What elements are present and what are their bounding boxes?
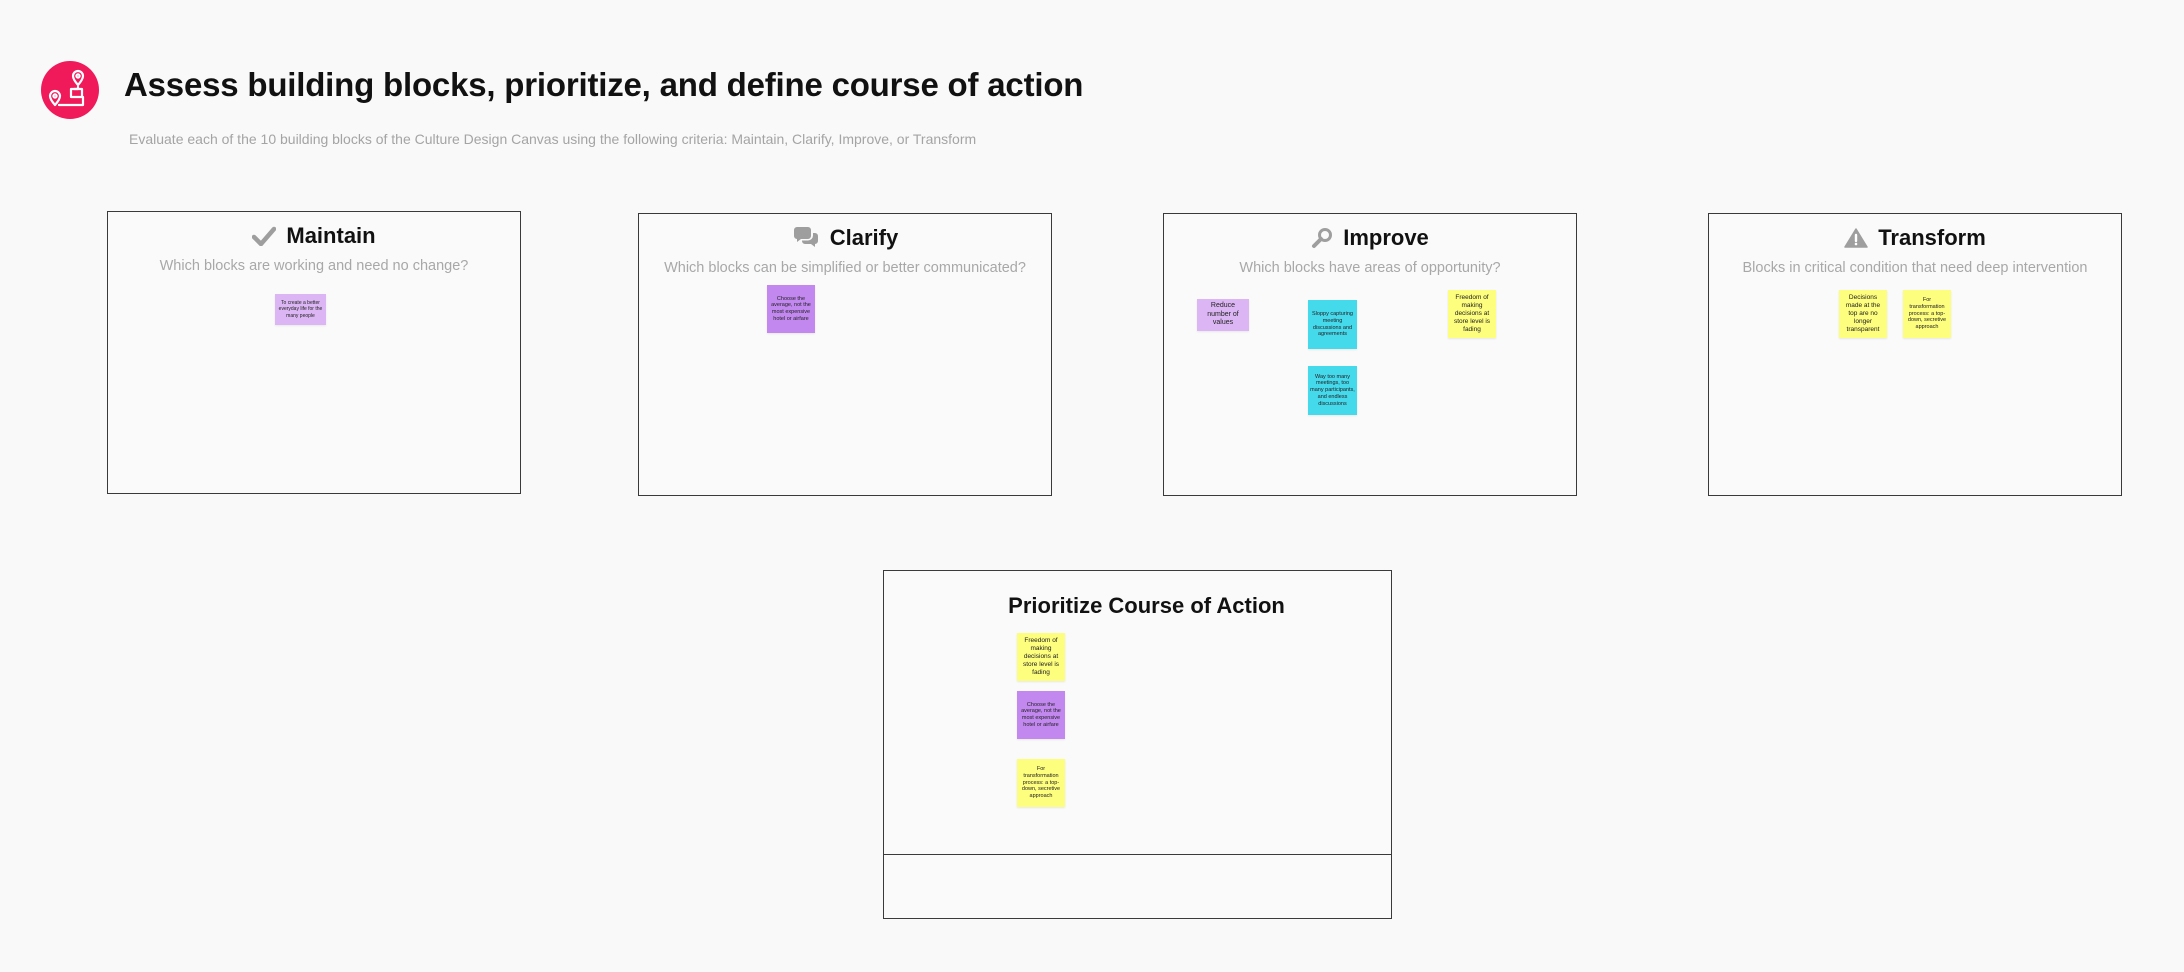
sticky-note[interactable]: Freedom of making decisions at store lev… xyxy=(1017,633,1065,681)
sticky-note[interactable]: Choose the average, not the most expensi… xyxy=(767,285,815,333)
frame-divider xyxy=(884,854,1391,855)
frame-clarify[interactable]: Clarify Which blocks can be simplified o… xyxy=(638,213,1052,496)
map-route-icon xyxy=(41,61,99,119)
frame-title: Improve xyxy=(1343,225,1429,250)
frame-question: Blocks in critical condition that need d… xyxy=(1742,260,2088,276)
sticky-note[interactable]: Choose the average, not the most expensi… xyxy=(1017,691,1065,739)
frame-title: Maintain xyxy=(286,223,376,248)
sticky-note[interactable]: For transformation process: a top-down, … xyxy=(1017,759,1065,807)
sticky-note[interactable]: Freedom of making decisions at store lev… xyxy=(1448,290,1496,338)
frame-title: Transform xyxy=(1878,225,1986,250)
checkmark-icon xyxy=(252,226,277,246)
warning-icon xyxy=(1844,228,1868,248)
sticky-note[interactable]: To create a better everyday life for the… xyxy=(275,294,326,325)
page-title: Assess building blocks, prioritize, and … xyxy=(124,66,1084,103)
chat-bubbles-icon xyxy=(792,227,820,249)
frame-improve[interactable]: Improve Which blocks have areas of oppor… xyxy=(1163,213,1577,496)
frame-transform[interactable]: Transform Blocks in critical condition t… xyxy=(1708,213,2122,496)
page-subtitle: Evaluate each of the 10 building blocks … xyxy=(129,131,977,147)
frame-question: Which blocks can be simplified or better… xyxy=(664,260,1026,276)
sticky-note[interactable]: Sloppy capturing meeting discussions and… xyxy=(1308,300,1357,349)
frame-question: Which blocks have areas of opportunity? xyxy=(1239,260,1501,276)
frame-question: Which blocks are working and need no cha… xyxy=(159,258,469,274)
sticky-note[interactable]: Decisions made at the top are no longer … xyxy=(1839,290,1887,338)
sticky-note[interactable]: Reduce number of values xyxy=(1197,299,1249,331)
sticky-note[interactable]: For transformation process: a top-down, … xyxy=(1903,290,1951,338)
magnifier-icon xyxy=(1311,227,1333,249)
frame-maintain[interactable]: Maintain Which blocks are working and ne… xyxy=(107,211,521,494)
sticky-note[interactable]: Way too many meetings, too many particip… xyxy=(1308,366,1357,415)
frame-prioritize[interactable]: Prioritize Course of Action Freedom of m… xyxy=(883,570,1392,919)
frame-title: Prioritize Course of Action xyxy=(1008,593,1285,618)
frame-title: Clarify xyxy=(829,225,899,250)
